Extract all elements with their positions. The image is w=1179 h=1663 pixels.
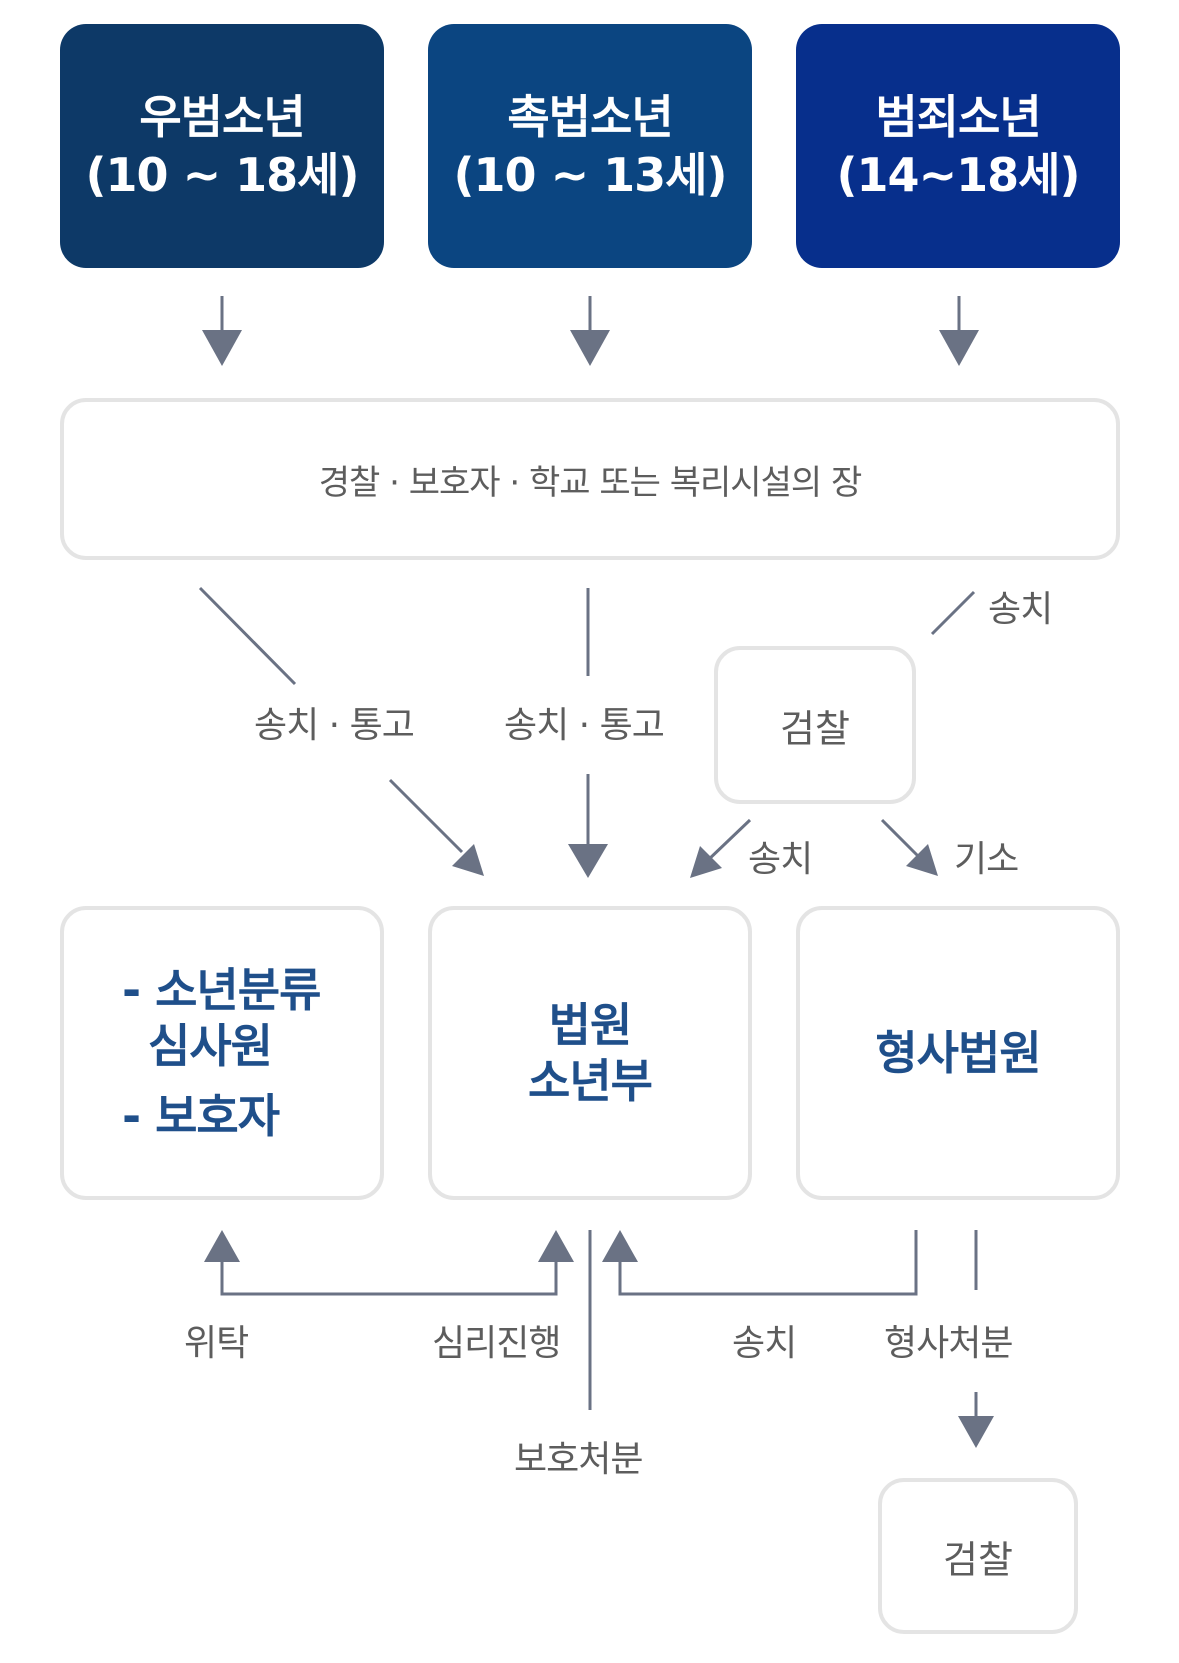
criminal-court-text: 형사법원 bbox=[875, 1026, 1041, 1080]
label-hearing: 심리진행 bbox=[432, 1323, 561, 1364]
classification-center-line2: 심사원 bbox=[148, 1019, 273, 1073]
juvenile-type-2-age: (10 ~ 13세) bbox=[453, 148, 728, 202]
arrow-prosecution-to-court bbox=[690, 818, 752, 878]
juvenile-type-box-3: 범죄소년 (14~18세) bbox=[796, 24, 1120, 268]
prosecution-box-top: 검찰 bbox=[714, 646, 916, 804]
label-indict: 기소 bbox=[954, 839, 1019, 880]
juvenile-type-3-age: (14~18세) bbox=[836, 148, 1081, 202]
send-back-connector bbox=[618, 1230, 918, 1296]
juvenile-type-2-title: 촉법소년 bbox=[507, 90, 673, 144]
juvenile-type-1-title: 우범소년 bbox=[139, 90, 305, 144]
juvenile-type-box-1: 우범소년 (10 ~ 18세) bbox=[60, 24, 384, 268]
juvenile-type-3-title: 범죄소년 bbox=[875, 90, 1041, 144]
juvenile-court-line2: 소년부 bbox=[528, 1054, 653, 1108]
reporter-box: 경찰 · 보호자 · 학교 또는 복리시설의 장 bbox=[60, 398, 1120, 560]
label-criminal-disposition: 형사처분 bbox=[884, 1323, 1013, 1364]
juvenile-court-line1: 법원 bbox=[548, 998, 633, 1052]
arrow-down-to-prosecution bbox=[958, 1392, 994, 1448]
label-entrust: 위탁 bbox=[184, 1323, 249, 1364]
label-send-top-right: 송치 bbox=[988, 589, 1053, 630]
arrow-up-court-left bbox=[538, 1230, 574, 1262]
prosecution-top-text: 검찰 bbox=[780, 706, 850, 751]
diag-line-send-right bbox=[930, 590, 976, 636]
arrow-down-3 bbox=[939, 296, 979, 366]
arrow-up-court-right bbox=[602, 1230, 638, 1262]
classification-guardian-box: - 소년분류 심사원 - 보호자 bbox=[60, 906, 384, 1200]
arrow-down-1 bbox=[202, 296, 242, 366]
entrust-connector bbox=[220, 1262, 558, 1296]
label-send-bottom: 송치 bbox=[732, 1323, 797, 1364]
prosecution-bottom-text: 검찰 bbox=[943, 1537, 1013, 1582]
juvenile-type-1-age: (10 ~ 18세) bbox=[85, 148, 360, 202]
arrow-diag-to-court bbox=[388, 778, 484, 876]
arrow-up-left-box bbox=[204, 1230, 240, 1262]
label-send-notify-center: 송치 · 통고 bbox=[504, 705, 665, 746]
label-send-notify-left: 송치 · 통고 bbox=[254, 705, 415, 746]
juvenile-type-box-2: 촉법소년 (10 ~ 13세) bbox=[428, 24, 752, 268]
diag-line-left-upper bbox=[198, 586, 297, 686]
guardian-item: - 보호자 bbox=[122, 1089, 280, 1143]
arrow-down-2 bbox=[570, 296, 610, 366]
criminal-court-box: 형사법원 bbox=[796, 906, 1120, 1200]
label-protective-disposition: 보호처분 bbox=[514, 1439, 643, 1480]
reporter-text: 경찰 · 보호자 · 학교 또는 복리시설의 장 bbox=[318, 462, 862, 503]
classification-center-line1: - 소년분류 bbox=[122, 963, 321, 1017]
juvenile-court-box: 법원 소년부 bbox=[428, 906, 752, 1200]
prosecution-box-bottom: 검찰 bbox=[878, 1478, 1078, 1634]
arrow-center-to-court bbox=[568, 774, 608, 878]
label-send-mid: 송치 bbox=[748, 839, 813, 880]
arrow-prosecution-to-criminal-court bbox=[880, 818, 938, 876]
